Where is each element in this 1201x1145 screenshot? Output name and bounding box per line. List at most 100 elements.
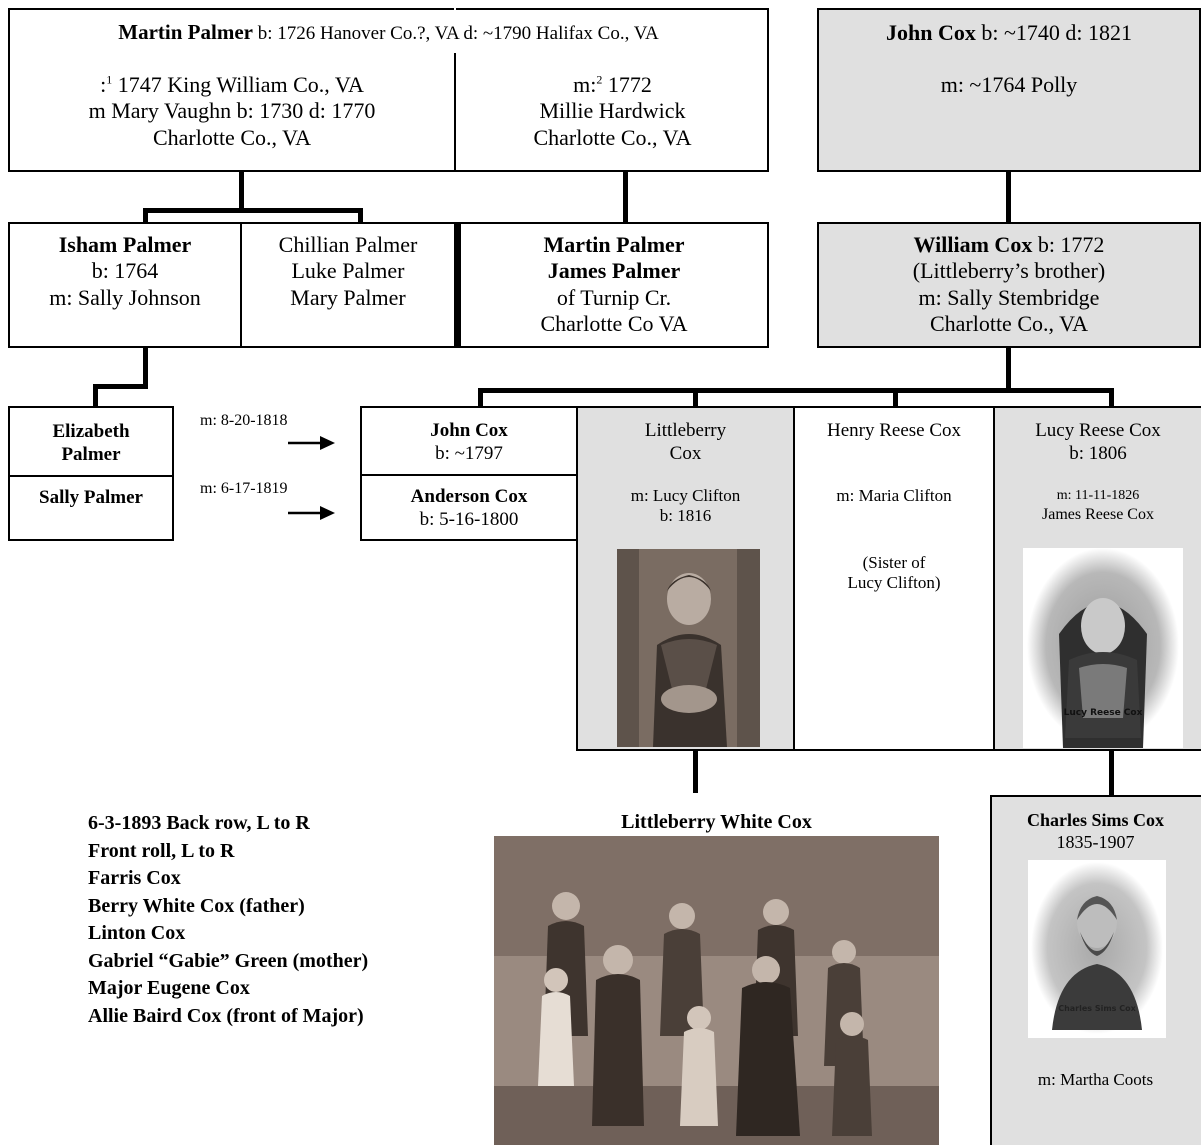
charles-sims-cox-text: Charles Sims Cox 1835-1907 [990, 810, 1201, 853]
caption-line-2: Front roll, L to R [88, 839, 235, 862]
james-palmer-name: James Palmer [547, 258, 681, 284]
isham-palmer-text: Isham Palmer b: 1764 m: Sally Johnson [10, 232, 240, 311]
lucy-reese-text: Lucy Reese Cox b: 1806 [995, 420, 1201, 466]
marriage2-line1: 1772 [602, 72, 652, 97]
caption-line-5: Linton Cox [88, 922, 186, 944]
littleberry-text: Littleberry Cox [578, 420, 793, 466]
isham-born: b: 1764 [91, 258, 159, 284]
lucy-clifton-photo [617, 549, 760, 747]
marriage1-line2: m Mary Vaughn b: 1730 d: 1770 [88, 98, 376, 124]
caption-line-3: Farris Cox [88, 867, 181, 889]
martin-palmer-sr-details: b: 1726 Hanover Co.?, VA d: ~1790 Halifa… [252, 23, 659, 44]
marriage1-prefix: : [100, 72, 107, 97]
lucy-reese-spouse: James Reese Cox [1042, 505, 1154, 523]
caption-line-1: 6-3-1893 Back row, L to R [88, 812, 310, 834]
william-cox-text: William Cox b: 1772 (Littleberry’s broth… [817, 232, 1201, 338]
family-photo-caption-list: 6-3-1893 Back row, L to R Front roll, L … [88, 810, 368, 1030]
marriage-date-2: m: 6-17-1819 [200, 480, 288, 497]
marriage2-sup: 2 [596, 72, 603, 87]
elizabeth-line1: Elizabeth [52, 421, 130, 442]
william-cox-married: m: Sally Stembridge [918, 284, 1100, 310]
littleberry-name1: Littleberry [644, 420, 727, 441]
john-cox-jr-text: John Cox b: ~1797 [360, 420, 578, 466]
marriage-date-1: m: 8-20-1818 [200, 412, 288, 429]
caption-line-7: Major Eugene Cox [88, 977, 250, 999]
charlotte-co: Charlotte Co VA [540, 311, 688, 337]
littleberry-born: b: 1816 [659, 506, 712, 526]
william-cox-name: William Cox [913, 232, 1033, 257]
littleberry-married: m: Lucy Clifton [630, 486, 741, 505]
martin-palmer-jr-name: Martin Palmer [543, 232, 685, 257]
lucy-reese-photo-caption: Lucy Reese Cox [1063, 708, 1143, 718]
sally-palmer-box [8, 475, 174, 541]
connector-john-cox-down [1006, 172, 1011, 224]
john-cox-sr-box [817, 8, 1201, 172]
william-cox-place: Charlotte Co., VA [929, 311, 1089, 337]
marriage2-text: m:2 1772 Millie Hardwick Charlotte Co., … [456, 72, 769, 151]
john-cox-sr-details: b: ~1740 d: 1821 [975, 20, 1132, 45]
charles-years: 1835-1907 [1056, 831, 1135, 852]
henry-married: m: Maria Clifton [836, 486, 952, 505]
connector-isham-down [143, 348, 148, 388]
marriage2-prefix: m: [573, 72, 597, 97]
connector-children-bar [478, 388, 1114, 393]
henry-reese-cox-name: Henry Reese Cox [826, 420, 962, 441]
lucy-reese-married: m: 11-11-1826 [1056, 488, 1140, 503]
sibling-chillian: Chillian Palmer [278, 232, 418, 257]
connector-marriage1-down [239, 172, 244, 210]
palmer-siblings-box [240, 222, 456, 348]
connector-william-down [1006, 348, 1011, 392]
martin-palmer-sr-name: Martin Palmer [118, 20, 253, 44]
martin-palmer-sr-box [8, 8, 456, 172]
marriage1-line3: Charlotte Co., VA [152, 124, 312, 150]
elizabeth-palmer-text: Elizabeth Palmer [8, 421, 174, 467]
caption-line-4: Berry White Cox (father) [88, 894, 305, 917]
henry-note2: Lucy Clifton) [847, 573, 941, 593]
charles-sims-cox-photo: Charles Sims Cox [1028, 860, 1166, 1038]
sibling-mary: Mary Palmer [290, 284, 406, 310]
henry-note: (Sister of Lucy Clifton) [795, 553, 993, 594]
isham-married: m: Sally Johnson [49, 284, 201, 310]
marriage1-line1: 1747 King William Co., VA [112, 72, 364, 97]
marriage1-sup: 1 [106, 72, 113, 87]
connector-marriage2-down [623, 172, 628, 224]
charles-name: Charles Sims Cox [1026, 810, 1164, 830]
lucy-reese-marriage: m: 11-11-1826 James Reese Cox [995, 488, 1201, 524]
john-cox-jr-born: b: ~1797 [435, 442, 503, 464]
william-cox-box [817, 222, 1201, 348]
connector-lucy-down [1109, 751, 1114, 797]
sally-palmer-text: Sally Palmer [39, 487, 143, 508]
martin-james-palmer-box [456, 222, 769, 348]
littleberry-family-photo [494, 836, 939, 1145]
isham-name: Isham Palmer [58, 232, 192, 257]
caption-line-6: Gabriel “Gabie” Green (mother) [88, 949, 369, 972]
marriage2-line3: Charlotte Co., VA [533, 124, 692, 150]
william-cox-note: (Littleberry’s brother) [912, 258, 1106, 284]
anderson-name: Anderson Cox [410, 486, 528, 507]
connector-littleberry-down [693, 751, 698, 793]
anderson-cox-box [360, 474, 578, 541]
caption-line-8: Allie Baird Cox (front of Major) [88, 1004, 364, 1027]
martin-james-text: Martin Palmer James Palmer of Turnip Cr.… [461, 232, 767, 338]
charles-photo-caption: Charles Sims Cox [1058, 1004, 1136, 1013]
martin-palmer-sr-header: Martin Palmer b: 1726 Hanover Co.?, VA d… [10, 20, 767, 46]
henry-note1: (Sister of [862, 553, 926, 572]
anderson-cox-text: Anderson Cox b: 5-16-1800 [360, 486, 578, 532]
john-cox-sr-marriage: m: ~1764 Polly [940, 72, 1078, 97]
john-cox-sr-name: John Cox [886, 20, 976, 45]
anderson-born: b: 5-16-1800 [419, 508, 519, 530]
sibling-luke: Luke Palmer [291, 258, 405, 284]
charles-married: m: Martha Coots [1037, 1070, 1154, 1089]
elizabeth-palmer-box [8, 406, 174, 477]
connector-isham-branch [143, 208, 363, 213]
john-cox-jr-name: John Cox [430, 420, 508, 441]
william-cox-born: b: 1772 [1032, 232, 1105, 257]
lucy-reese-photo: Lucy Reese Cox [1023, 548, 1183, 748]
arrow-1 [288, 435, 336, 456]
lucy-reese-born: b: 1806 [1069, 442, 1127, 464]
turnip-creek: of Turnip Cr. [556, 284, 672, 310]
littleberry-name2: Cox [669, 442, 702, 464]
lucy-reese-name: Lucy Reese Cox [1035, 420, 1161, 441]
elizabeth-line2: Palmer [61, 443, 121, 465]
john-cox-sr-header: John Cox b: ~1740 d: 1821 [817, 20, 1201, 46]
